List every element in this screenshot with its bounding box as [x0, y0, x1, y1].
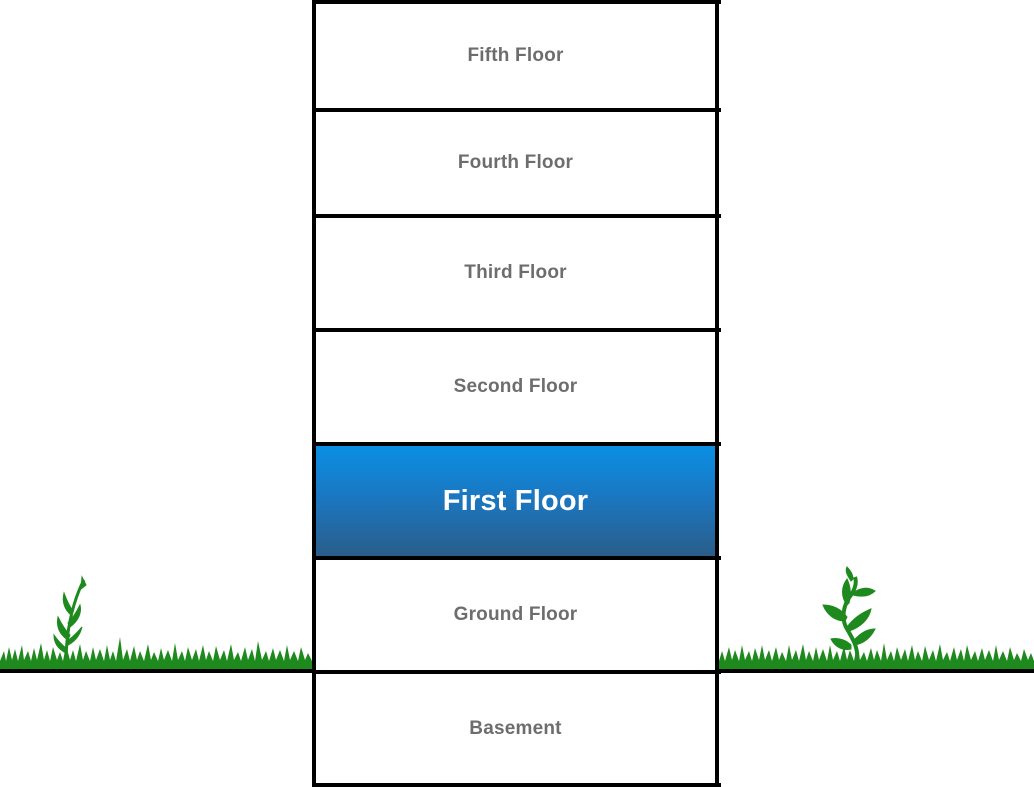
floor-third: Third Floor	[312, 218, 719, 328]
floor-label: Fifth Floor	[467, 45, 564, 66]
floor-divider	[312, 108, 721, 112]
floor-second: Second Floor	[312, 332, 719, 442]
reed-plant-icon	[53, 575, 87, 664]
sprout-plant-icon	[822, 566, 876, 664]
floor-ground: Ground Floor	[312, 560, 719, 670]
ground-line-right	[717, 669, 1034, 673]
floor-label: Ground Floor	[453, 604, 578, 625]
floor-divider	[312, 328, 721, 332]
floor-label: Third Floor	[464, 262, 567, 283]
floor-divider	[312, 0, 721, 4]
floor-fourth: Fourth Floor	[312, 112, 719, 214]
floor-fifth: Fifth Floor	[312, 4, 719, 108]
ground-line-left	[0, 669, 314, 673]
grass-right	[719, 566, 1034, 671]
floor-divider	[312, 556, 721, 560]
floor-label: Basement	[469, 717, 562, 739]
floor-divider	[312, 214, 721, 218]
floor-label: Fourth Floor	[457, 152, 574, 173]
floor-divider	[312, 442, 721, 446]
floor-first-highlighted: First Floor	[312, 446, 719, 556]
building: Fifth Floor Fourth Floor Third Floor Sec…	[312, 0, 721, 787]
floor-divider	[312, 783, 721, 787]
floor-divider	[312, 670, 721, 674]
floor-label: Second Floor	[453, 376, 578, 397]
floor-label: First Floor	[442, 484, 589, 517]
grass-left	[0, 575, 312, 671]
floor-basement: Basement	[312, 674, 719, 783]
